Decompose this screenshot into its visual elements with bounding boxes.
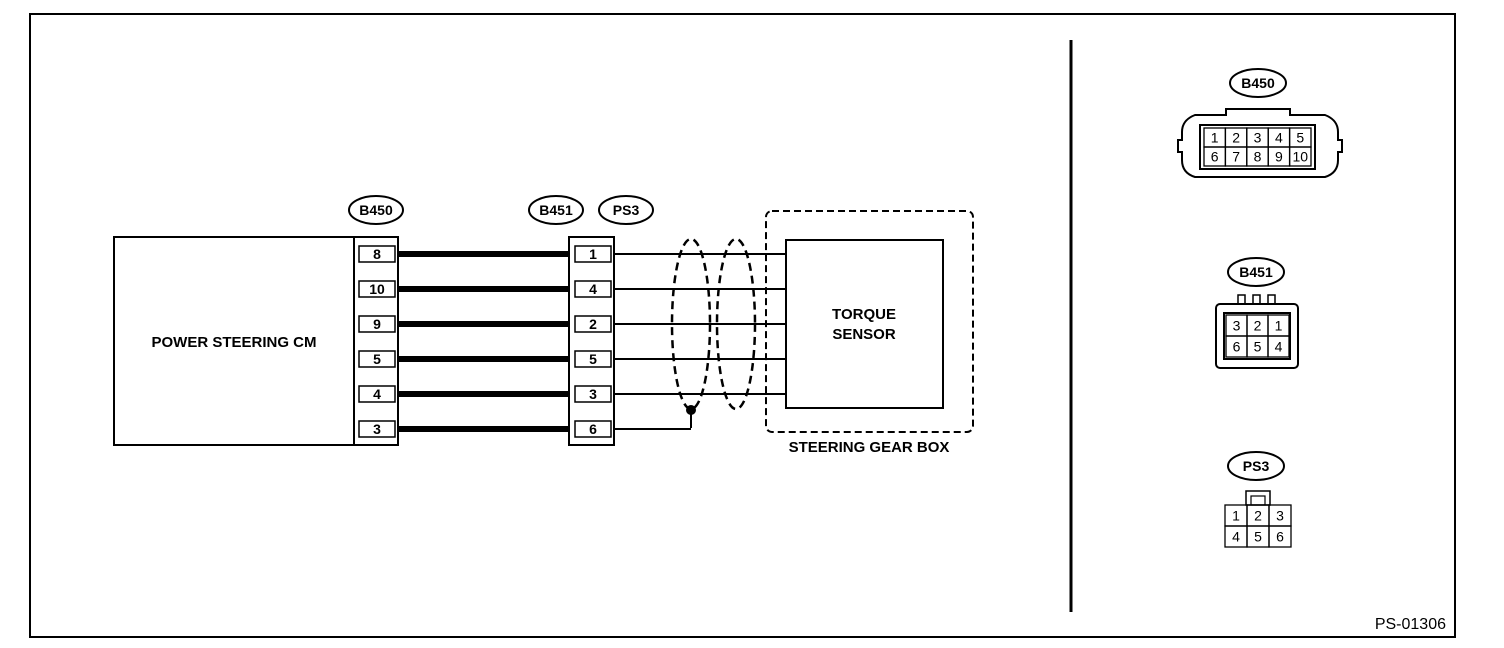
b450-pin-box: [358, 315, 396, 333]
b450-pin-box: [358, 245, 396, 263]
ps3-tag-label: PS3: [613, 202, 640, 218]
legend-pin-number: 6: [1233, 339, 1241, 355]
b451-pin-box: [574, 420, 612, 438]
b451-pin-box: [574, 245, 612, 263]
legend-pin-number: 9: [1275, 149, 1283, 165]
b451-pin-group: 1 4 2 5 3 6: [574, 245, 612, 438]
diagram-frame: [29, 13, 1456, 638]
b451-pin-box: [574, 280, 612, 298]
b450-tag-oval: [348, 195, 404, 225]
b450-pin-group: 8 10 9 5 4 3: [358, 245, 396, 438]
steering-gear-box-label: STEERING GEAR BOX: [789, 439, 950, 456]
legend-pin-number: 2: [1232, 130, 1240, 146]
legend-b450-housing: [1177, 108, 1343, 178]
figure-id: PS-01306: [1375, 616, 1446, 633]
b451-pin-box: [574, 350, 612, 368]
torque-sensor-box: [785, 239, 944, 409]
legend-pin-number: 6: [1211, 149, 1219, 165]
legend-pin-number: 7: [1232, 149, 1240, 165]
legend-pin-number: 4: [1275, 130, 1283, 146]
legend-pin-number: 1: [1232, 508, 1240, 524]
shield-loop-inner: [670, 237, 712, 411]
steering-gear-box-outline: [765, 210, 974, 433]
legend-pin-number: 1: [1275, 318, 1283, 334]
b451-tag-oval: [528, 195, 584, 225]
legend-pin-number: 2: [1254, 318, 1262, 334]
b450-tag-label: B450: [359, 202, 393, 218]
b450-pin-label: 3: [373, 421, 381, 437]
legend-ps3-key-inner: [1250, 495, 1266, 506]
b451-pin-label: 5: [589, 351, 597, 367]
torque-sensor-label-2: SENSOR: [832, 326, 896, 343]
legend-b451-latch-3: [1267, 294, 1276, 305]
legend-b451-pin-field: [1223, 312, 1291, 360]
legend-pin-cell: [1267, 335, 1290, 358]
legend-b451-housing: [1215, 303, 1299, 369]
legend-b451-tag-oval: [1227, 257, 1285, 287]
harness-wires: [398, 251, 569, 432]
sensor-wires: [614, 253, 786, 430]
legend-pin-number: 4: [1232, 529, 1240, 545]
b451-tag-label: B451: [539, 202, 573, 218]
legend-pin-cell: [1288, 146, 1312, 167]
legend-pin-number: 5: [1296, 130, 1304, 146]
b450-pin-label: 10: [369, 281, 385, 297]
b450-pin-label: 5: [373, 351, 381, 367]
shield-loop-outer: [715, 237, 757, 411]
legend-ps3-tag-label: PS3: [1243, 458, 1270, 474]
b451-connector-strip: [568, 236, 615, 446]
legend-pin-number: 3: [1233, 318, 1241, 334]
legend-b451-latch-2: [1252, 294, 1261, 305]
legend-pin-number: 10: [1293, 149, 1309, 165]
torque-sensor-label-1: TORQUE: [832, 306, 896, 323]
legend-b450-tag-oval: [1229, 68, 1287, 98]
legend-pin-number: 5: [1254, 339, 1262, 355]
b450-pin-box: [358, 385, 396, 403]
legend-pin-number: 3: [1254, 130, 1262, 146]
ps3-tag-oval: [598, 195, 654, 225]
legend-pin-number: 2: [1254, 508, 1262, 524]
legend-pin-number: 1: [1211, 130, 1219, 146]
legend-b450-pin-field: [1199, 124, 1316, 170]
legend-pin-number: 4: [1275, 339, 1283, 355]
b451-pin-label: 1: [589, 246, 597, 262]
b450-pin-box: [358, 420, 396, 438]
legend-b451-tag-label: B451: [1239, 264, 1273, 280]
b450-pin-label: 9: [373, 316, 381, 332]
legend-pin-cell: [1268, 525, 1292, 548]
legend-pin-number: 8: [1254, 149, 1262, 165]
b451-pin-box: [574, 385, 612, 403]
legend-ps3-tag-oval: [1227, 451, 1285, 481]
b451-pin-label: 6: [589, 421, 597, 437]
b450-connector-strip: [353, 236, 399, 446]
legend-pin-number: 6: [1276, 529, 1284, 545]
legend-b451-latch-1: [1237, 294, 1246, 305]
b450-pin-label: 8: [373, 246, 381, 262]
power-steering-cm-label: POWER STEERING CM: [151, 334, 316, 351]
b450-pin-label: 4: [373, 386, 381, 402]
b451-pin-label: 2: [589, 316, 597, 332]
legend-ps3-key: [1245, 490, 1271, 506]
b451-pin-label: 4: [589, 281, 597, 297]
b450-pin-box: [358, 350, 396, 368]
b451-pin-label: 3: [589, 386, 597, 402]
b450-pin-box: [358, 280, 396, 298]
legend-b450-tag-label: B450: [1241, 75, 1275, 91]
legend-pin-number: 3: [1276, 508, 1284, 524]
legend-pin-number: 5: [1254, 529, 1262, 545]
b451-pin-box: [574, 315, 612, 333]
